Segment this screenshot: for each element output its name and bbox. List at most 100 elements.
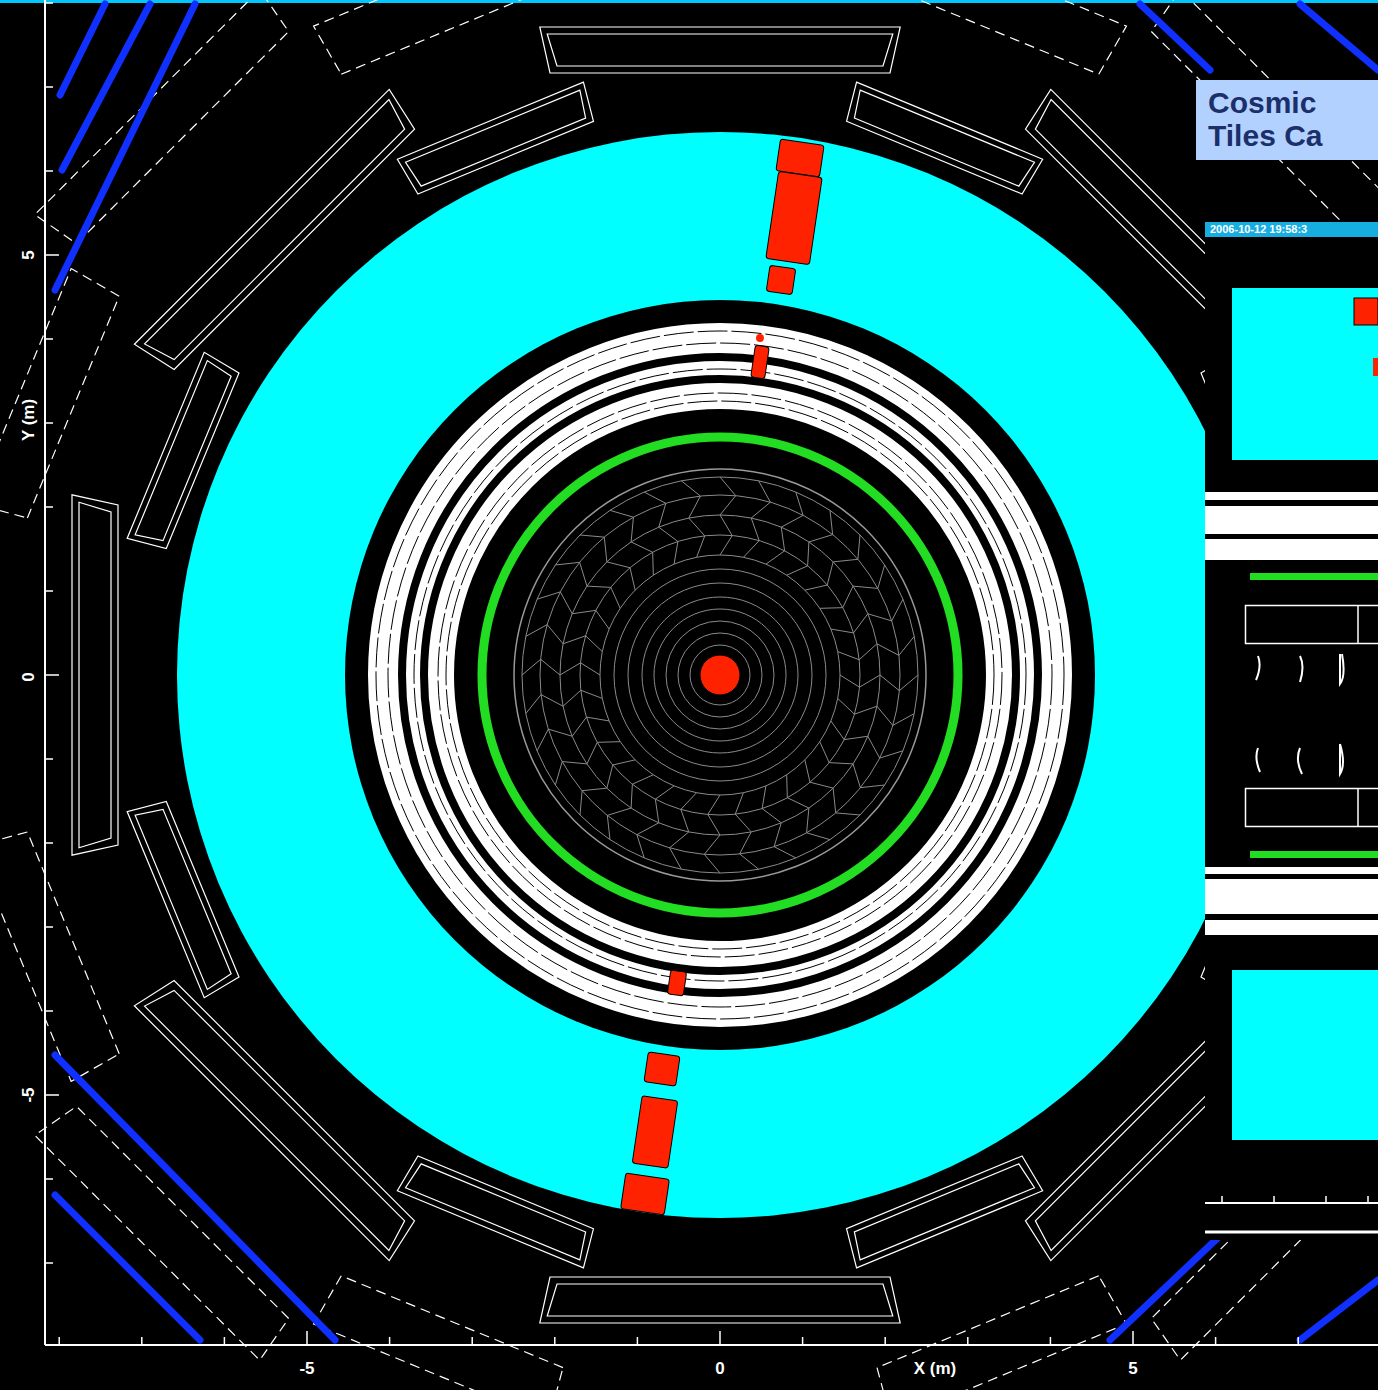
tracker-cell: [581, 663, 600, 675]
y-tick: [45, 1094, 59, 1096]
tracker-cell: [522, 659, 541, 675]
tile-calorimeter: [177, 132, 1263, 1218]
layer-line: [446, 401, 994, 949]
tracker-cell: [836, 813, 860, 815]
pixel-module: [1256, 654, 1344, 684]
tracker-cell: [774, 823, 781, 847]
tracker-cell: [830, 510, 833, 534]
x-tick: [884, 1337, 886, 1345]
tracker-layer: [690, 645, 750, 705]
tracker-cell: [604, 537, 607, 562]
tracker-layer: [560, 515, 880, 835]
tracker-cell: [659, 503, 666, 527]
band-line: [1205, 874, 1378, 879]
tracker-cell: [844, 736, 868, 739]
tracker-cell: [644, 492, 666, 503]
tracker-layer: [522, 477, 918, 873]
muon-chamber-inner: [547, 34, 893, 66]
tracker-cell: [860, 785, 884, 788]
toroid-coil: [55, 4, 195, 290]
tracker-cell: [808, 542, 809, 566]
tracker-layer: [600, 555, 840, 795]
muon-chamber-outer: [314, 1276, 563, 1390]
tracker-cell: [681, 793, 697, 810]
tracker-cell: [611, 587, 620, 608]
x-tick: [141, 1337, 143, 1345]
y-axis-label: 0: [20, 672, 37, 681]
layer-line: [388, 343, 1052, 1007]
tracker-cell: [751, 518, 759, 541]
band-line: [1205, 914, 1378, 920]
tile-calorimeter: [1232, 970, 1378, 1140]
tracker-layer: [678, 633, 762, 717]
tracker-cell: [827, 562, 833, 585]
tracker-cell: [526, 625, 547, 637]
y-tick: [45, 1178, 53, 1180]
muon-chamber: [540, 1277, 900, 1323]
tracker-cell: [853, 586, 878, 588]
tracker-cell: [720, 496, 736, 515]
x-tick: [637, 1337, 639, 1345]
tracker-cell: [562, 762, 587, 764]
band-line: [1205, 534, 1378, 539]
tracker-cell: [586, 717, 609, 721]
tracker-cell: [670, 848, 682, 869]
tracker-cell: [537, 592, 560, 599]
x-axis: [45, 1344, 1378, 1346]
pixel-module: [1256, 744, 1343, 774]
y-tick: [45, 1262, 53, 1264]
tracker-cell: [637, 823, 659, 835]
tracker-cell: [607, 808, 631, 815]
timestamp-bar: 2006-10-12 19:58:3: [1205, 222, 1378, 237]
tracker-cell: [787, 798, 809, 808]
x-tick: [471, 1337, 473, 1345]
tracker-cell: [563, 690, 581, 706]
muon-chamber-outer: [314, 0, 563, 74]
calorimeter-layer: [383, 338, 1057, 1012]
tracker-cell: [631, 517, 633, 542]
tracker-cell: [587, 586, 611, 587]
toroid-coil: [1300, 1280, 1378, 1340]
y-axis-label: -5: [20, 1087, 37, 1102]
tracker-cell: [541, 659, 560, 675]
x-tick: [719, 1331, 721, 1345]
tracker-cell: [689, 496, 701, 518]
x-tick: [1132, 1331, 1134, 1345]
tracker-layer: [580, 535, 860, 815]
tracker-cell: [655, 786, 674, 799]
inset-axis: [1205, 1202, 1378, 1204]
y-axis-label: Y (m): [20, 399, 37, 441]
tracker-cell: [787, 566, 808, 575]
tracker-cell: [868, 614, 892, 621]
tracker-cell: [572, 717, 586, 736]
energy-hit: [644, 1052, 680, 1086]
y-tick: [45, 758, 53, 760]
tracker-cell: [720, 515, 732, 536]
tracker-cell: [831, 629, 854, 633]
energy-hit: [776, 139, 824, 177]
muon-chamber-outer: [877, 0, 1126, 74]
toroid-coil: [55, 1195, 200, 1340]
inner-detector: [514, 469, 926, 881]
energy-hit: [667, 970, 686, 996]
tracker-cell: [805, 760, 810, 782]
y-tick: [45, 506, 53, 508]
y-axis: [44, 0, 46, 1345]
tracker-cell: [631, 784, 632, 808]
x-tick: [554, 1337, 556, 1345]
tracker-cell: [681, 809, 689, 832]
lar-calorimeter: [345, 300, 1095, 1050]
tracker-cell: [759, 481, 771, 502]
toroid-coil: [1140, 4, 1210, 70]
tracker-cell: [838, 698, 855, 714]
tracker-cell: [859, 644, 877, 660]
title-text: Cosmic Tiles Ca: [1208, 86, 1358, 152]
tracker-cell: [868, 736, 880, 758]
tracker-cell: [580, 791, 582, 815]
muon-chamber-outer: [35, 1106, 289, 1360]
tracker-cell: [674, 541, 678, 564]
x-axis-label: 5: [1128, 1360, 1137, 1377]
tracker-cell: [878, 565, 885, 588]
